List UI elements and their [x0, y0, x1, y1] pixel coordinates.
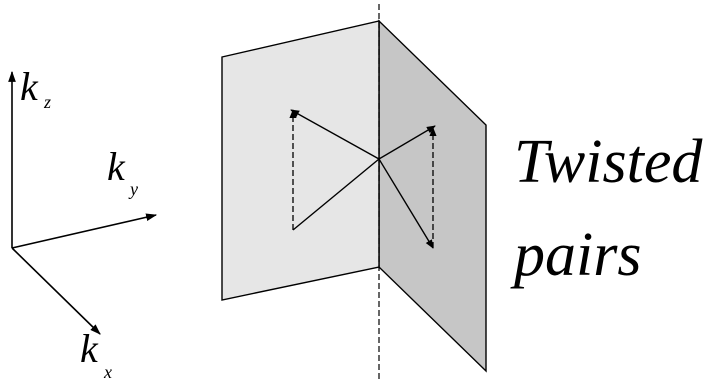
planes	[221, 4, 487, 382]
vector-upper-left	[290, 109, 380, 160]
vector-upper-right	[378, 125, 436, 160]
kx-axis-line	[11, 247, 101, 335]
caption-pairs: pairs	[514, 221, 642, 289]
vector-lower-left	[292, 158, 380, 231]
kx-axis-label: kx	[80, 326, 112, 382]
left-plane	[221, 20, 380, 301]
vector-pair-left	[289, 109, 380, 231]
ky-axis-line	[11, 213, 158, 249]
vector-lower-right	[378, 158, 434, 249]
right-plane	[378, 19, 487, 373]
caption-twisted: Twisted	[514, 128, 703, 196]
vector-pair-right	[378, 125, 437, 249]
